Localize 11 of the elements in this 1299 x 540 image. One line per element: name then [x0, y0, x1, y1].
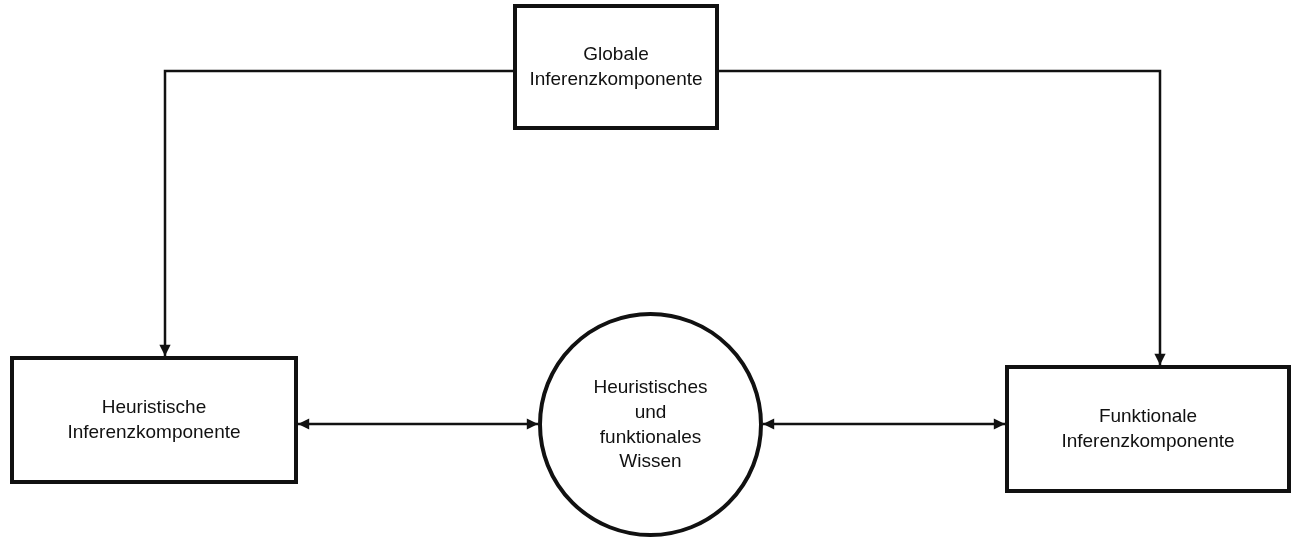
node-label: Heuristische Inferenzkomponente	[66, 395, 242, 444]
node-label: Heuristisches und funktionales Wissen	[592, 375, 709, 474]
arrow	[298, 418, 538, 430]
node-label: Globale Inferenzkomponente	[528, 42, 704, 91]
arrow	[719, 69, 1166, 365]
process-box	[10, 356, 298, 484]
arrow	[763, 418, 1005, 430]
node-label: Funktionale Inferenzkomponente	[1060, 404, 1236, 453]
arrow	[159, 69, 513, 356]
process-box	[1005, 365, 1291, 493]
process-box	[513, 4, 719, 130]
